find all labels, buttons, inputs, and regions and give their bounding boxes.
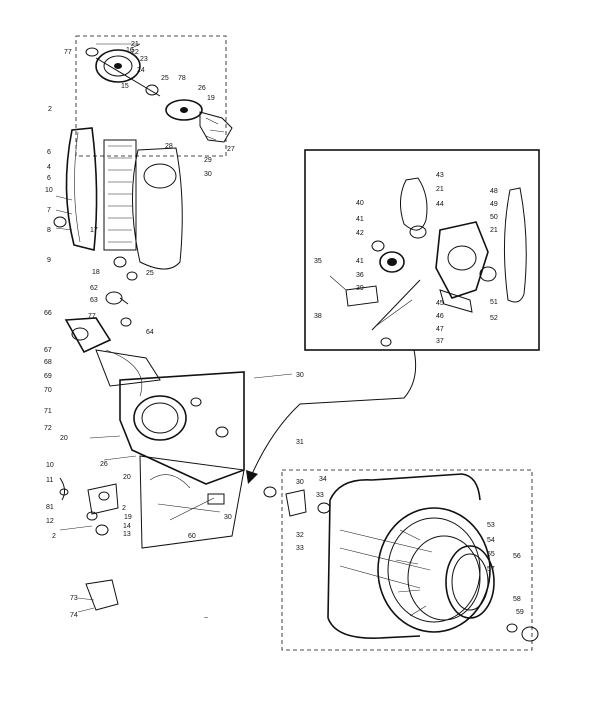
callout-63: 63 <box>90 297 98 304</box>
callout-37: 37 <box>436 338 444 345</box>
callout-42: 42 <box>356 230 364 237</box>
callout-46: 46 <box>436 313 444 320</box>
callout-70: 70 <box>44 387 52 394</box>
callout-2: 2 <box>48 106 52 113</box>
callout-36: 36 <box>356 272 364 279</box>
drum-assembly <box>263 469 539 651</box>
callout-44: 44 <box>436 201 444 208</box>
callout-30: 30 <box>224 514 232 521</box>
callout-21: 21 <box>131 41 139 48</box>
callout-12: 12 <box>46 518 54 525</box>
callout-72: 72 <box>44 425 52 432</box>
callout-55: 55 <box>487 551 495 558</box>
callout-26: 26 <box>100 461 108 468</box>
callout-45: 45 <box>436 300 444 307</box>
blower-housing <box>53 127 183 327</box>
drum-support-parts: ~ <box>59 477 208 622</box>
callout-50: 50 <box>490 214 498 221</box>
callout-56: 56 <box>513 553 521 560</box>
callout-71: 71 <box>44 408 52 415</box>
callout-21: 21 <box>436 186 444 193</box>
callout-6: 6 <box>47 175 51 182</box>
pulley-assembly <box>75 35 233 157</box>
callout-7: 7 <box>47 207 51 214</box>
callout-53: 53 <box>487 522 495 529</box>
callout-54: 54 <box>487 537 495 544</box>
callout-24: 24 <box>137 67 145 74</box>
callout-66: 66 <box>44 310 52 317</box>
callout-21: 21 <box>490 227 498 234</box>
callout-40: 40 <box>356 200 364 207</box>
callout-17: 17 <box>90 227 98 234</box>
callout-6: 6 <box>47 149 51 156</box>
callout-48: 48 <box>490 188 498 195</box>
callout-81: 81 <box>46 504 54 511</box>
callout-2: 2 <box>52 533 56 540</box>
callout-58: 58 <box>513 596 521 603</box>
callout-73: 73 <box>70 595 78 602</box>
callout-19: 19 <box>124 514 132 521</box>
callout-60: 60 <box>188 533 196 540</box>
callout-20: 20 <box>60 435 68 442</box>
motor-detail-inset <box>304 149 540 351</box>
callout-4: 4 <box>47 164 51 171</box>
callout-25: 25 <box>161 75 169 82</box>
callout-2: 2 <box>122 505 126 512</box>
callout-30: 30 <box>296 372 304 379</box>
callout-39: 39 <box>356 285 364 292</box>
front-bulkhead <box>64 317 293 549</box>
callout-64: 64 <box>146 329 154 336</box>
callout-43: 43 <box>436 172 444 179</box>
callout-15: 15 <box>121 83 129 90</box>
callout-16: 16 <box>126 47 134 54</box>
callout-8: 8 <box>47 227 51 234</box>
callout-77: 77 <box>64 49 72 56</box>
callout-41: 41 <box>356 258 364 265</box>
callout-25: 25 <box>146 270 154 277</box>
callout-47: 47 <box>436 326 444 333</box>
callout-68: 68 <box>44 359 52 366</box>
callout-32: 32 <box>296 532 304 539</box>
callout-41: 41 <box>356 216 364 223</box>
callout-29: 29 <box>204 157 212 164</box>
small-mark: ~ <box>204 615 208 622</box>
callout-52: 52 <box>490 315 498 322</box>
callout-57: 57 <box>487 566 495 573</box>
callout-69: 69 <box>44 373 52 380</box>
callout-67: 67 <box>44 347 52 354</box>
connector-arrow <box>246 349 417 484</box>
callout-10: 10 <box>45 187 53 194</box>
callout-11: 11 <box>46 477 53 484</box>
callout-59: 59 <box>516 609 524 616</box>
callout-35: 35 <box>314 258 322 265</box>
callout-49: 49 <box>490 201 498 208</box>
callout-30: 30 <box>204 171 212 178</box>
callout-13: 13 <box>123 531 131 538</box>
callout-18: 18 <box>92 269 100 276</box>
callout-20: 20 <box>123 474 131 481</box>
callout-74: 74 <box>70 612 78 619</box>
callout-23: 23 <box>140 56 148 63</box>
callout-33: 33 <box>296 545 304 552</box>
callout-10: 10 <box>46 462 54 469</box>
callout-62: 62 <box>90 285 98 292</box>
callout-27: 27 <box>227 146 235 153</box>
callout-26: 26 <box>198 85 206 92</box>
callout-9: 9 <box>47 257 51 264</box>
callout-33: 33 <box>316 492 324 499</box>
callout-51: 51 <box>490 299 498 306</box>
callout-28: 28 <box>165 143 173 150</box>
callout-30: 30 <box>296 479 304 486</box>
callout-38: 38 <box>314 313 322 320</box>
callout-19: 19 <box>207 95 215 102</box>
callout-78: 78 <box>178 75 186 82</box>
callout-77: 77 <box>88 313 96 320</box>
callout-31: 31 <box>296 439 304 446</box>
callout-34: 34 <box>319 476 327 483</box>
callout-22: 22 <box>131 49 139 56</box>
callout-14: 14 <box>123 523 131 530</box>
